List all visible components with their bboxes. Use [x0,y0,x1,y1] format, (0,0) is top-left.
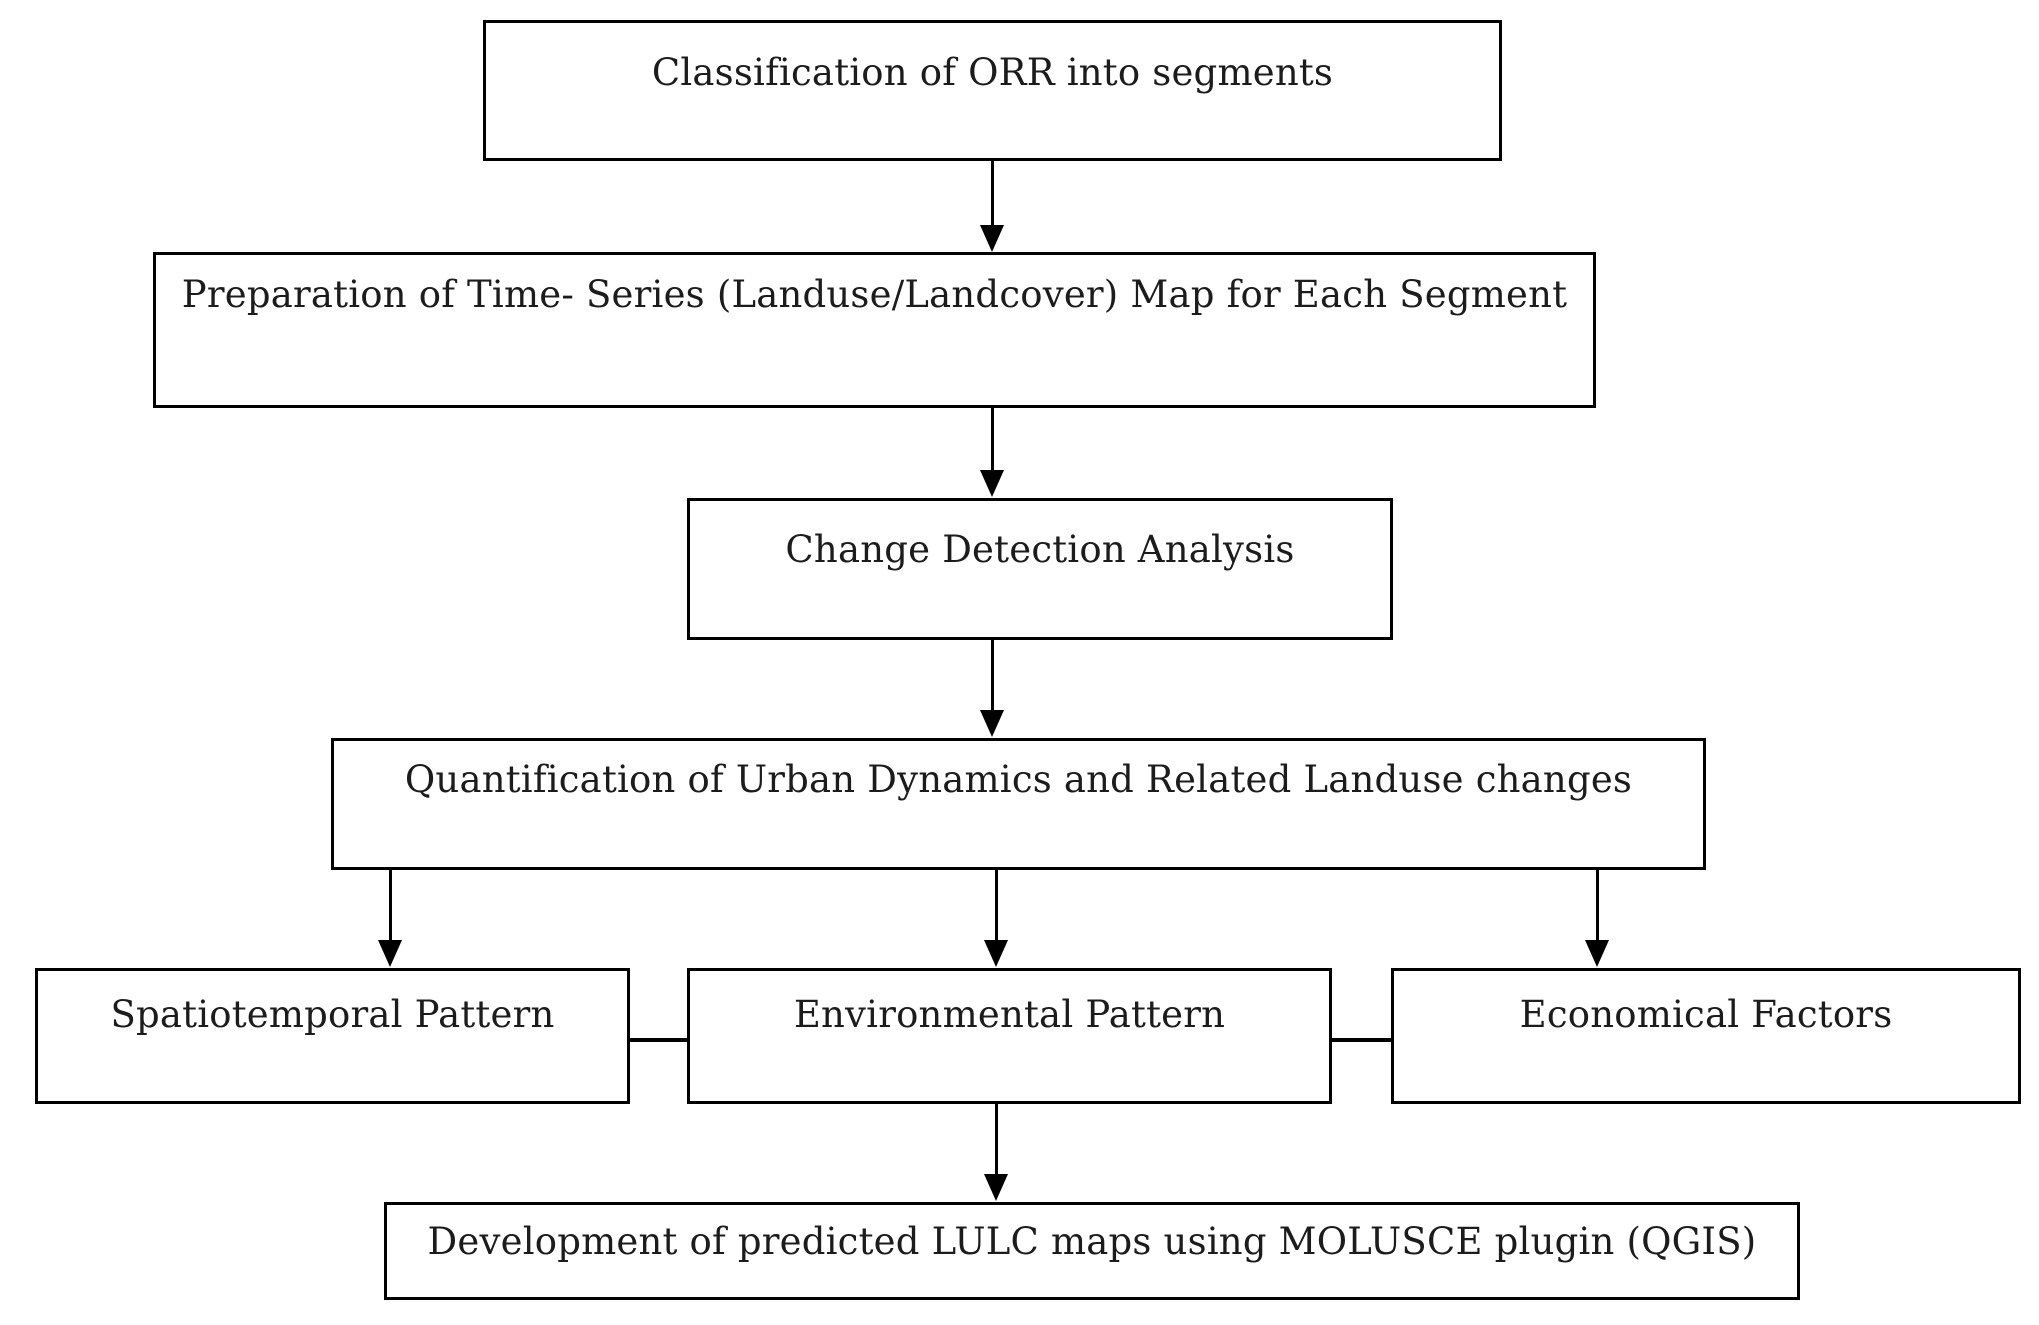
node-classification: Classification of ORR into segments [483,20,1502,161]
node-development: Development of predicted LULC maps using… [384,1202,1800,1300]
node-preparation: Preparation of Time- Series (Landuse/Lan… [153,252,1596,408]
node-preparation-label: Preparation of Time- Series (Landuse/Lan… [181,273,1568,316]
node-environmental-label: Environmental Pattern [793,993,1226,1036]
node-spatiotemporal: Spatiotemporal Pattern [35,968,630,1104]
node-quantification: Quantification of Urban Dynamics and Rel… [331,738,1706,870]
node-spatiotemporal-label: Spatiotemporal Pattern [110,993,555,1036]
node-classification-label: Classification of ORR into segments [651,51,1334,94]
node-environmental: Environmental Pattern [687,968,1332,1104]
node-economical: Economical Factors [1391,968,2021,1104]
node-economical-label: Economical Factors [1519,993,1893,1036]
node-change-detection-label: Change Detection Analysis [785,528,1295,571]
connector-spatiotemporal-environmental [630,1038,687,1042]
node-change-detection: Change Detection Analysis [687,498,1393,640]
node-quantification-label: Quantification of Urban Dynamics and Rel… [404,758,1633,801]
node-development-label: Development of predicted LULC maps using… [427,1220,1757,1263]
connector-environmental-economical [1332,1038,1391,1042]
